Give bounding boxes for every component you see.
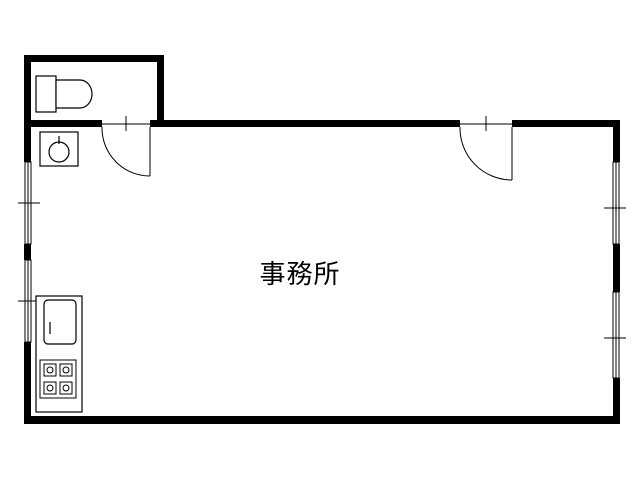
main-room-walls: [24, 120, 620, 424]
wash-basin-icon: [39, 131, 79, 167]
toilet-icon: [35, 75, 93, 113]
window-left-upper: [18, 161, 40, 245]
window-right-lower: [604, 291, 626, 379]
gas-stove-icon: [39, 359, 77, 399]
door-left: [101, 116, 151, 177]
room-label: 事務所: [259, 260, 341, 290]
window-left-lower: [18, 259, 40, 343]
toilet-room-walls: [24, 55, 164, 127]
window-right-upper: [604, 161, 626, 245]
kitchen-sink-icon: [43, 299, 77, 345]
door-right: [459, 116, 513, 181]
